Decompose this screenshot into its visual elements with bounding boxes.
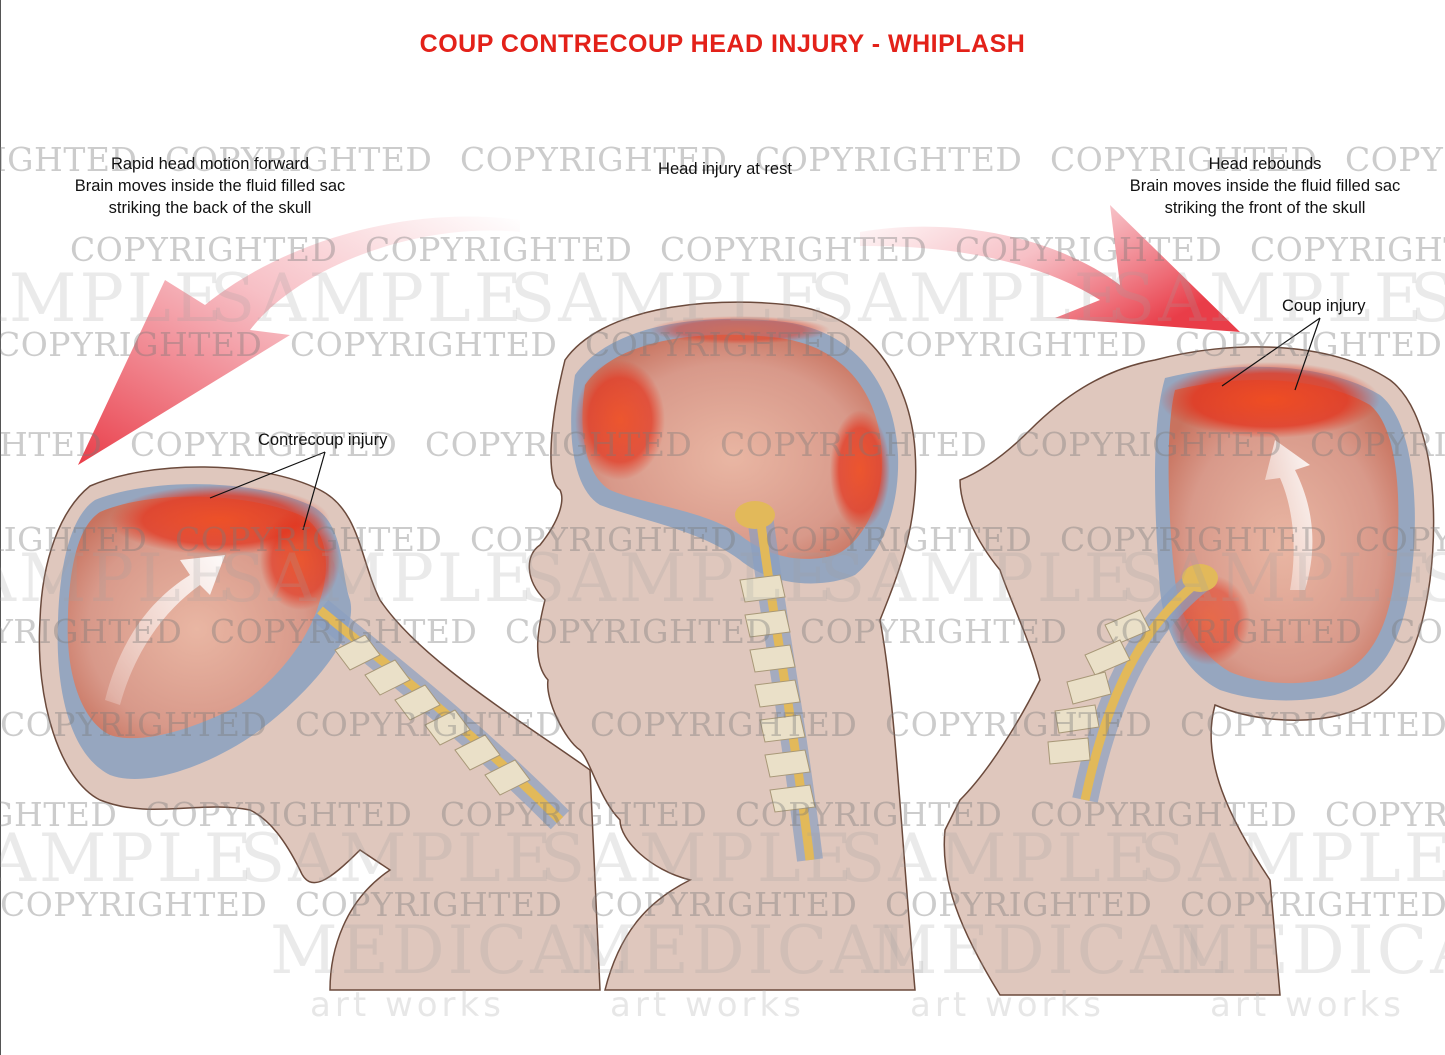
diagram-title: COUP CONTRECOUP HEAD INJURY - WHIPLASH <box>419 30 1026 58</box>
coup-injury-label: Coup injury <box>1282 297 1366 315</box>
left-caption-line: Rapid head motion forward <box>110 155 310 173</box>
left-border-line <box>0 0 1 1055</box>
left-caption-line: striking the back of the skull <box>108 199 312 217</box>
right-caption-line: striking the front of the skull <box>1164 199 1366 217</box>
center-panel-caption: Head injury at rest <box>600 158 850 180</box>
left-figure <box>38 466 601 991</box>
left-panel-caption: Rapid head motion forward Brain moves in… <box>40 153 380 219</box>
right-caption-line: Brain moves inside the fluid filled sac <box>1129 177 1401 195</box>
label-pointer-lines <box>209 317 1321 531</box>
contrecoup-injury-label: Contrecoup injury <box>258 431 388 449</box>
left-caption-line: Brain moves inside the fluid filled sac <box>74 177 346 195</box>
motion-arrow-left <box>78 216 520 465</box>
right-panel-caption: Head rebounds Brain moves inside the flu… <box>1095 153 1435 219</box>
center-caption-line: Head injury at rest <box>658 160 792 178</box>
motion-arrow-right <box>860 205 1240 332</box>
right-caption-line: Head rebounds <box>1208 155 1322 173</box>
right-figure <box>943 346 1435 996</box>
center-figure <box>528 301 917 991</box>
